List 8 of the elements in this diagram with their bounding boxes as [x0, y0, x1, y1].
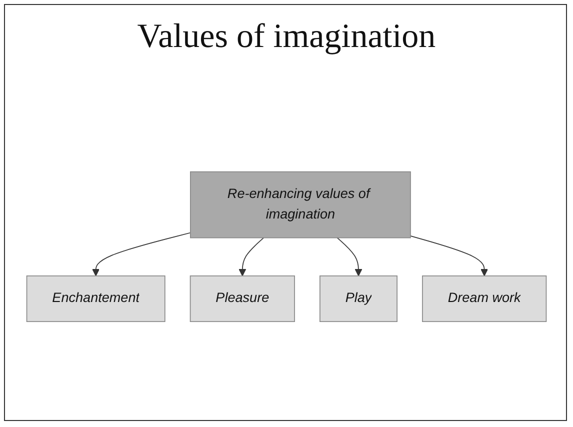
- node-box: Re-enhancing values of imagination: [190, 171, 411, 238]
- node-box: Enchantement: [26, 275, 166, 322]
- title: Values of imagination: [136, 18, 437, 56]
- node-box: Pleasure: [190, 275, 295, 322]
- arrow: [410, 235, 488, 276]
- arrow: [92, 232, 191, 276]
- arrow: [238, 237, 264, 276]
- arrow: [336, 237, 362, 276]
